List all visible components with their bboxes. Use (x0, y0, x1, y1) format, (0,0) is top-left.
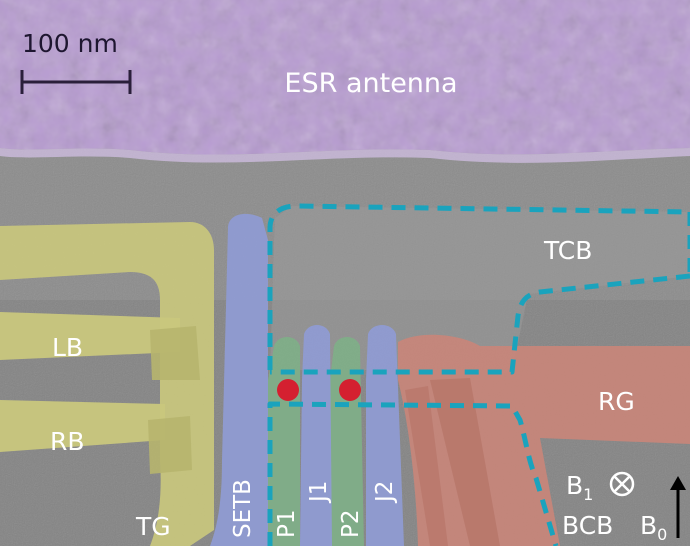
scale-bar: 100 nm (20, 29, 132, 94)
tcb-label: TCB (543, 236, 592, 265)
p2-label: P2 (338, 509, 364, 538)
lb-label: LB (52, 333, 83, 362)
j1-label: J1 (306, 481, 332, 504)
b0-field: B0 (640, 476, 686, 544)
rb-label: RB (50, 427, 85, 456)
b1-subscript: 1 (583, 485, 593, 504)
rg-label: RG (598, 387, 635, 416)
bcb-label: BCB (562, 511, 613, 540)
bcb-outline (267, 401, 559, 546)
setb-gate (210, 213, 268, 546)
b0-subscript: 0 (657, 525, 667, 544)
setb-label: SETB (230, 479, 256, 538)
tcb-outline (267, 203, 690, 375)
j2-gate (366, 325, 404, 546)
quantum-dot-2 (339, 379, 361, 401)
p1-label: P1 (274, 509, 300, 538)
tg-label: TG (135, 512, 171, 541)
svg-text:B0: B0 (640, 511, 667, 544)
b1-field: B1 (566, 471, 635, 504)
up-arrow-icon (670, 476, 686, 538)
quantum-dot-1 (277, 379, 299, 401)
scale-bar-label: 100 nm (22, 29, 118, 58)
into-page-icon (609, 471, 635, 497)
j1-gate (300, 325, 332, 546)
esr-antenna (0, 0, 690, 163)
esr-antenna-label: ESR antenna (284, 68, 457, 99)
b1-letter: B (566, 471, 583, 500)
b0-letter: B (640, 511, 657, 540)
rg-gate (398, 334, 690, 546)
svg-text:B1: B1 (566, 471, 593, 504)
yellow-gates (0, 222, 214, 546)
j2-label: J2 (372, 481, 398, 504)
